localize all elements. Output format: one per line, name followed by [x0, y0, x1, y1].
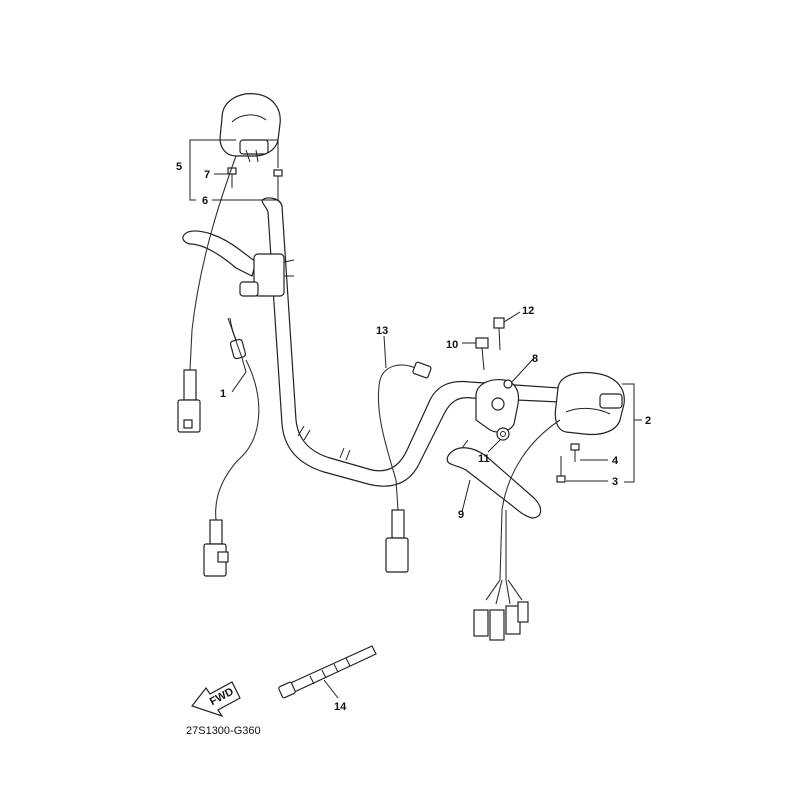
lever-bracket	[475, 379, 520, 433]
cable-tie	[278, 645, 377, 699]
callout-6: 6	[202, 195, 208, 207]
brake-switch-harness	[377, 361, 432, 573]
callout-8: 8	[532, 353, 538, 365]
leader-lines	[189, 139, 642, 699]
screw-7	[227, 167, 237, 188]
clutch-switch-harness	[177, 155, 260, 577]
drawing-code: 27S1300-G360	[186, 725, 261, 737]
callout-9: 9	[458, 509, 464, 521]
callout-3: 3	[612, 476, 618, 488]
right-handlebar-switch	[554, 371, 625, 436]
left-handlebar-switch	[219, 93, 281, 163]
nut-11	[496, 427, 510, 441]
callout-2: 2	[645, 415, 651, 427]
callout-13: 13	[376, 325, 388, 337]
callout-4: 4	[612, 455, 619, 467]
bolt-10	[475, 337, 489, 371]
callout-1: 1	[220, 388, 226, 400]
callout-10: 10	[446, 339, 458, 351]
callout-labels: 5 7 6 1 13 10 12 8 11 9 2 4 3 14	[176, 161, 651, 713]
callout-12: 12	[522, 305, 534, 317]
screw-6	[273, 169, 283, 190]
callout-5: 5	[176, 161, 182, 173]
screw-4	[570, 443, 580, 462]
right-switch-harness	[473, 419, 561, 641]
handlebar	[261, 197, 561, 487]
bolt-12	[493, 317, 505, 351]
brake-lever	[446, 439, 542, 519]
forward-arrow: FWD	[191, 681, 241, 718]
screw-3	[556, 456, 566, 483]
callout-7: 7	[204, 169, 210, 181]
left-lever-holder	[182, 230, 295, 297]
callout-14: 14	[334, 701, 347, 713]
callout-11: 11	[478, 453, 490, 465]
